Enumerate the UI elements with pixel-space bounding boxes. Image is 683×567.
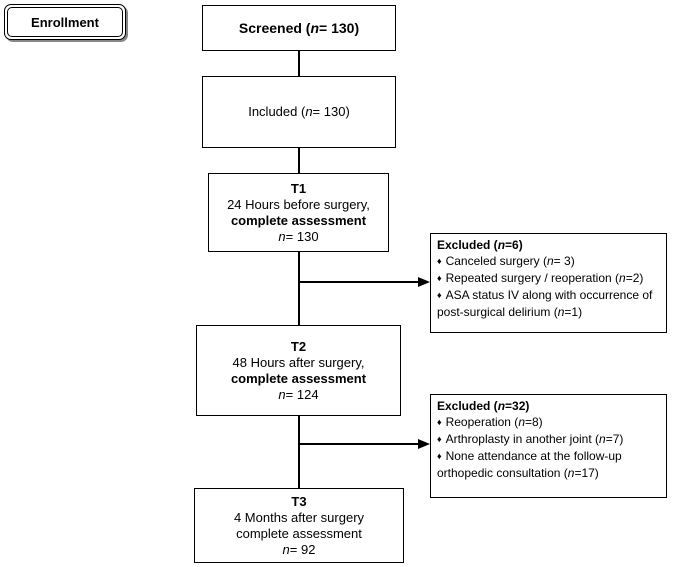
excluded1-title: Excluded (n=6) [437, 238, 523, 252]
connector-t1-t2 [298, 251, 300, 325]
diamond-bullet-icon: ♦ [437, 290, 442, 300]
list-item: ♦None attendance at the follow-up [437, 449, 622, 463]
arrowhead-excluded1 [418, 277, 430, 287]
t3-box: T3 4 Months after surgery complete asses… [194, 488, 404, 563]
connector-included-t1 [298, 147, 300, 173]
included-text: Included (n= 130) [248, 104, 350, 119]
enrollment-inner-border [7, 7, 123, 37]
list-item: ♦Repeated surgery / reoperation (n=2) [437, 271, 644, 285]
included-box: Included (n= 130) [202, 76, 396, 148]
t2-line1: 48 Hours after surgery, [232, 354, 365, 370]
t1-n: n= 130 [278, 228, 319, 244]
excluded2-box: Excluded (n=32) ♦Reoperation (n=8) ♦Arth… [430, 394, 667, 498]
excluded1-box: Excluded (n=6) ♦Canceled surgery (n= 3) … [430, 233, 667, 333]
screened-text: Screened (n= 130) [238, 20, 360, 36]
list-item: ♦ASA status IV along with occurrence of [437, 288, 653, 302]
t3-line2: complete assessment [236, 525, 362, 541]
branch-line-excluded2 [298, 443, 418, 445]
diamond-bullet-icon: ♦ [437, 451, 442, 461]
excluded2-title: Excluded (n=32) [437, 399, 530, 413]
enrollment-text: Enrollment [31, 14, 99, 30]
diamond-bullet-icon: ♦ [437, 417, 442, 427]
t3-title: T3 [291, 493, 307, 509]
list-item: ♦Canceled surgery (n= 3) [437, 254, 575, 268]
t1-title: T1 [290, 180, 307, 196]
t1-box: T1 24 Hours before surgery, complete ass… [208, 173, 389, 252]
t3-line1: 4 Months after surgery [233, 509, 365, 525]
diamond-bullet-icon: ♦ [437, 434, 442, 444]
list-item: ♦Reoperation (n=8) [437, 415, 543, 429]
connector-t2-t3 [298, 415, 300, 488]
enrollment-label: Enrollment [4, 4, 126, 40]
diamond-bullet-icon: ♦ [437, 256, 442, 266]
list-item: ♦Arthroplasty in another joint (n=7) [437, 432, 624, 446]
t2-title: T2 [290, 338, 307, 354]
t1-line2: complete assessment [230, 212, 367, 228]
t2-line2: complete assessment [230, 370, 367, 386]
screened-box: Screened (n= 130) [202, 5, 396, 51]
branch-line-excluded1 [298, 281, 418, 283]
t1-line1: 24 Hours before surgery, [227, 196, 370, 212]
t2-n: n= 124 [278, 386, 319, 402]
diamond-bullet-icon: ♦ [437, 273, 442, 283]
t2-box: T2 48 Hours after surgery, complete asse… [196, 325, 401, 416]
connector-screened-included [298, 50, 300, 76]
list-item-continuation: post-surgical delirium (n=1) [437, 305, 583, 319]
list-item-continuation: orthopedic consultation (n=17) [437, 466, 599, 480]
t3-n: n= 92 [282, 541, 316, 557]
arrowhead-excluded2 [418, 439, 430, 449]
